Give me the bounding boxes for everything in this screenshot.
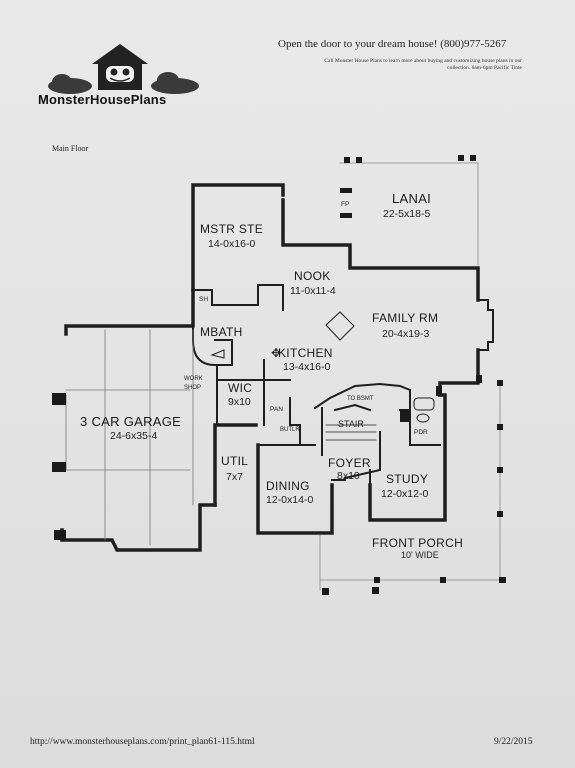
room-family-dim: 20-4x19-3 xyxy=(382,328,429,340)
label-shop: SHOP xyxy=(184,385,201,391)
room-study-dim: 12-0x12-0 xyxy=(381,488,428,500)
room-master-dim: 14-0x16-0 xyxy=(208,238,255,250)
room-garage-dim: 24-6x35-4 xyxy=(110,430,157,442)
room-nook-dim: 11-0x11-4 xyxy=(290,285,336,297)
room-foyer-dim: 8x10 xyxy=(337,470,360,482)
label-fp: FP xyxy=(341,201,349,208)
room-garage: 3 CAR GARAGE xyxy=(80,414,181,429)
label-work: WORK xyxy=(184,376,203,382)
room-util: UTIL xyxy=(221,454,248,468)
room-wic-dim: 9x10 xyxy=(228,396,251,408)
room-study: STUDY xyxy=(386,472,428,486)
room-nook: NOOK xyxy=(294,269,331,283)
contact-blurb: Call Monster House Plans to learn more a… xyxy=(324,58,522,71)
room-master: MSTR STE xyxy=(200,222,263,236)
label-pan: PAN xyxy=(270,406,283,413)
room-lanai-dim: 22-5x18-5 xyxy=(383,208,430,220)
label-sh: SH xyxy=(199,296,208,303)
room-porch-dim: 10' WIDE xyxy=(401,550,439,560)
logo-icon xyxy=(48,44,199,94)
label-to-bsmt: TO BSMT xyxy=(347,396,374,402)
svg-text:✥: ✥ xyxy=(271,346,281,360)
floor-title: Main Floor xyxy=(52,144,89,153)
page-url: http://www.monsterhouseplans.com/print_p… xyxy=(30,737,255,747)
label-stair: STAIR xyxy=(338,419,364,429)
room-kitchen: KITCHEN xyxy=(278,346,333,360)
room-porch: FRONT PORCH xyxy=(372,536,463,550)
room-foyer: FOYER xyxy=(328,456,371,470)
tagline: Open the door to your dream house! (800)… xyxy=(278,38,507,50)
room-kitchen-dim: 13-4x16-0 xyxy=(283,361,330,373)
label-butlr: BUTLR xyxy=(280,427,300,433)
room-util-dim: 7x7 xyxy=(226,471,243,483)
room-lanai: LANAI xyxy=(392,191,431,206)
room-dining-dim: 12-0x14-0 xyxy=(266,494,313,506)
brand-name: MonsterHousePlans xyxy=(38,92,167,107)
room-mbath: MBATH xyxy=(200,325,243,339)
room-wic: WIC xyxy=(228,381,252,395)
label-pdr: PDR xyxy=(414,429,428,436)
room-family: FAMILY RM xyxy=(372,311,438,325)
room-dining: DINING xyxy=(266,479,310,493)
print-date: 9/22/2015 xyxy=(494,737,533,747)
